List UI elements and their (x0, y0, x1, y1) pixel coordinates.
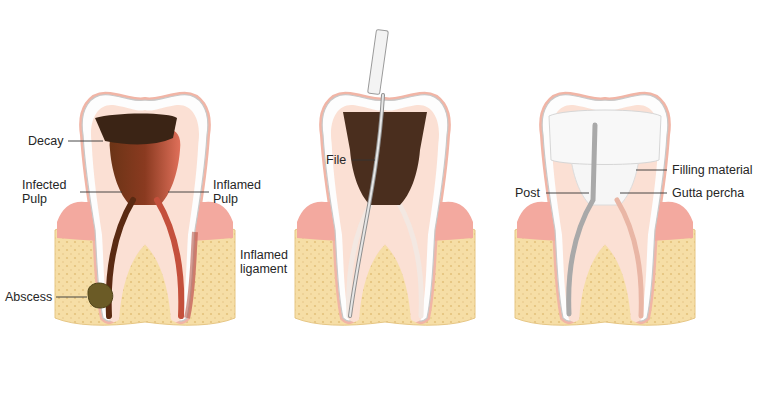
filling (549, 110, 661, 165)
part-label: Inflamed ligament (240, 248, 300, 276)
post (569, 125, 595, 314)
part-label: Gutta percha (672, 186, 744, 200)
file-handle (368, 29, 389, 94)
leader-line (56, 297, 87, 298)
leader-line (636, 170, 667, 171)
opened-cavity (343, 112, 427, 205)
part-label: Decay (28, 134, 63, 148)
leader-line (168, 192, 209, 193)
infected-tooth (55, 95, 235, 326)
root-canal (157, 200, 181, 316)
leader-line (80, 192, 122, 193)
part-label: Infected Pulp (22, 178, 78, 206)
gutta-percha (617, 200, 641, 316)
leader-line (68, 141, 103, 142)
root-canal (397, 200, 421, 316)
abscess (88, 283, 113, 308)
part-label: File (326, 153, 346, 167)
cleaned-tooth (295, 95, 475, 326)
inflamed-ligament-shade (187, 232, 195, 318)
file-needle (350, 95, 383, 316)
file-needle-edge (350, 95, 383, 316)
part-label: Abscess (5, 290, 52, 304)
leader-line (352, 160, 375, 161)
leader-line (546, 193, 589, 194)
filled-tooth (515, 95, 695, 326)
leader-line (620, 193, 667, 194)
part-label: Inflamed Pulp (213, 178, 269, 206)
tooth-dentin (331, 105, 439, 322)
decay (95, 114, 177, 145)
part-label: Filling material (672, 163, 753, 177)
part-label: Post (496, 186, 540, 200)
leader-lines (56, 141, 667, 297)
